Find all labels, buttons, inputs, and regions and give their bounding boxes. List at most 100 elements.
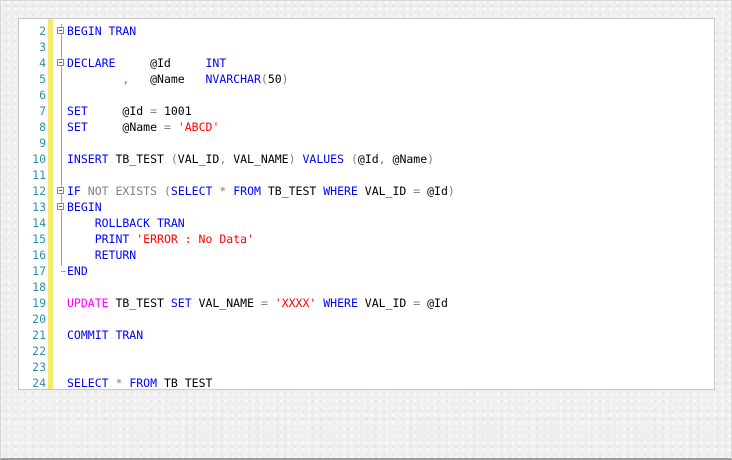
code-token: * [108, 376, 130, 390]
line-number: 12 [32, 184, 46, 198]
code-token: @Id [115, 56, 206, 70]
code-token: VAL_ID [357, 184, 414, 198]
code-text: BEGIN [67, 199, 102, 215]
code-token: COMMIT TRAN [67, 328, 144, 342]
code-token: VAL_NAME [226, 152, 289, 166]
line-number: 11 [32, 168, 46, 182]
line-number: 15 [32, 232, 46, 246]
code-token: ( [170, 152, 178, 166]
fold-end-marker [61, 271, 66, 272]
line-number: 8 [39, 120, 46, 134]
code-token: @Name [87, 120, 164, 134]
code-line[interactable]: 18 [19, 279, 714, 295]
code-token: @Name [385, 152, 428, 166]
code-token: VAL_NAME [191, 296, 261, 310]
code-token: , [378, 152, 386, 166]
code-token: 'ERROR : No Data' [136, 232, 254, 246]
code-token: = [413, 296, 421, 310]
code-token: ROLLBACK TRAN [67, 216, 185, 230]
code-token: WHERE [323, 184, 358, 198]
code-line[interactable]: 5 , @Name NVARCHAR(50) [19, 71, 714, 87]
code-line[interactable]: 23 [19, 359, 714, 375]
code-line[interactable]: 7 SET @Id = 1001 [19, 103, 714, 119]
code-token: = [163, 120, 171, 134]
code-token [171, 120, 178, 134]
code-line[interactable]: 16 RETURN [19, 247, 714, 263]
line-number: 2 [39, 24, 46, 38]
code-token: TB_TEST [157, 376, 213, 390]
code-token: ) [447, 184, 455, 198]
code-line[interactable]: 9 [19, 135, 714, 151]
code-line[interactable]: 14 ROLLBACK TRAN [19, 215, 714, 231]
line-number: 22 [32, 344, 46, 358]
code-text: SELECT * FROM TB_TEST [67, 375, 213, 390]
line-number: 9 [39, 136, 46, 150]
code-line[interactable]: 6 [19, 87, 714, 103]
code-line[interactable]: 20 [19, 311, 714, 327]
code-text: DECLARE @Id INT [67, 55, 226, 71]
code-token: DECLARE [67, 56, 116, 70]
line-number: 5 [39, 72, 46, 86]
code-token: UPDATE [67, 296, 109, 310]
line-number: 14 [32, 216, 46, 230]
code-line[interactable]: 24 SELECT * FROM TB_TEST [19, 375, 714, 390]
code-token: , [67, 72, 151, 86]
line-number: 20 [32, 312, 46, 326]
code-text: , @Name NVARCHAR(50) [67, 71, 288, 87]
code-token: 50 [267, 72, 282, 86]
line-number: 13 [32, 200, 46, 214]
code-token: @Id [420, 184, 448, 198]
code-line[interactable]: 22 [19, 343, 714, 359]
code-token: PRINT [67, 232, 130, 246]
collapse-icon[interactable] [57, 27, 64, 34]
code-token: NVARCHAR [205, 72, 261, 86]
code-line[interactable]: 15 PRINT 'ERROR : No Data' [19, 231, 714, 247]
code-token: WHERE [323, 296, 358, 310]
code-token: TB_TEST [260, 184, 324, 198]
line-number: 7 [39, 104, 46, 118]
line-number: 19 [32, 296, 46, 310]
line-number: 3 [39, 40, 46, 54]
code-token: SELECT [67, 376, 109, 390]
line-number: 10 [32, 152, 46, 166]
collapse-icon[interactable] [57, 59, 64, 66]
code-line[interactable]: 13 BEGIN [19, 199, 714, 215]
code-token: @Id [87, 104, 151, 118]
code-token: BEGIN [67, 200, 102, 214]
code-token: ) [288, 152, 296, 166]
code-token: * [212, 184, 234, 198]
line-number: 24 [32, 376, 46, 390]
code-text: SET @Id = 1001 [67, 103, 192, 119]
code-token: 1001 [157, 104, 192, 118]
code-token: INT [205, 56, 227, 70]
code-token: FROM [233, 184, 261, 198]
code-text: PRINT 'ERROR : No Data' [67, 231, 254, 247]
code-token: ) [427, 152, 435, 166]
code-token: = [413, 184, 421, 198]
code-line[interactable]: 8 SET @Name = 'ABCD' [19, 119, 714, 135]
code-token: SET [67, 120, 88, 134]
code-token: VALUES [302, 152, 345, 166]
code-token: @Name [150, 72, 206, 86]
code-line[interactable]: 3 [19, 39, 714, 55]
code-line[interactable]: 2 BEGIN TRAN [19, 23, 714, 39]
code-line[interactable]: 19 UPDATE TB_TEST SET VAL_NAME = 'XXXX' W… [19, 295, 714, 311]
code-token: VAL_ID [177, 152, 220, 166]
code-token: = [260, 296, 268, 310]
code-text: SET @Name = 'ABCD' [67, 119, 219, 135]
collapse-icon[interactable] [57, 203, 64, 210]
code-text: UPDATE TB_TEST SET VAL_NAME = 'XXXX' WHE… [67, 295, 448, 311]
change-tracking-bar [48, 19, 53, 389]
collapse-icon[interactable] [57, 187, 64, 194]
code-token: BEGIN TRAN [67, 24, 137, 38]
line-number: 17 [32, 264, 46, 278]
code-line[interactable]: 11 [19, 167, 714, 183]
code-text: BEGIN TRAN [67, 23, 136, 39]
code-text: ROLLBACK TRAN [67, 215, 185, 231]
